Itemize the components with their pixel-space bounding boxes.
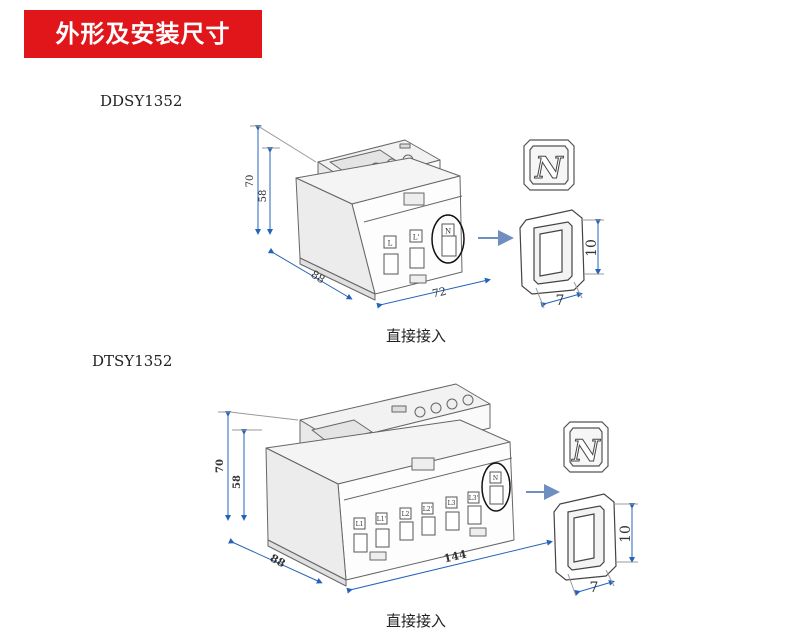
terminal-label-l-prime: L' [413, 234, 420, 242]
model-label-ddsy1352: DDSY1352 [100, 92, 183, 110]
caption-direct-connection-2: 直接接入 [386, 612, 447, 630]
terminal-label-l1: L1 [356, 521, 364, 528]
terminal-label-l3-prime: L3' [469, 495, 479, 502]
cover-dim-width-1: 7 [556, 293, 565, 309]
terminal-label-box [383, 235, 397, 249]
section-title: 外形及安装尺寸 [55, 20, 231, 48]
meter-drawing-dtsy1352 [265, 383, 515, 587]
terminal-cover-2 [553, 493, 617, 581]
terminal-label-l2: L2 [402, 511, 410, 518]
dim-height-total-2: 70 [215, 459, 226, 473]
cover-dimension-1 [535, 219, 604, 309]
terminal-cover-1 [519, 209, 585, 295]
dim-width-2: 144 [443, 548, 469, 566]
highlight-circle-n-terminal [431, 214, 465, 264]
cover-dim-height-2: 10 [618, 525, 634, 543]
terminal-label-l3: L3 [448, 500, 456, 507]
terminal-label-n-2: N [493, 475, 498, 482]
n-cap-letter-2: N [571, 434, 601, 469]
cover-dim-height-1: 10 [584, 239, 600, 257]
highlight-circle-n-terminal-2 [481, 462, 511, 512]
terminal-label-l1-prime: L1' [377, 516, 387, 523]
dim-depth-2: 88 [268, 552, 288, 571]
terminal-block-ddsy1352 [383, 223, 457, 275]
terminal-screw-slot [409, 247, 425, 269]
terminal-label-n: N [445, 228, 451, 236]
cover-dim-width-2: 7 [590, 580, 599, 596]
terminal-screw-slot [383, 253, 399, 275]
dim-height-body-2: 58 [232, 475, 243, 489]
terminal-label-box [409, 229, 423, 243]
terminal-screw-slot [441, 235, 457, 257]
section-header: 外形及安装尺寸 [24, 10, 262, 58]
dim-height-body-1: 58 [258, 190, 269, 203]
dim-depth-1: 88 [308, 268, 327, 286]
dimension-lines-dtsy1352 [218, 411, 553, 594]
caption-direct-connection-1: 直接接入 [386, 327, 447, 345]
meter-drawing-ddsy1352 [295, 139, 463, 301]
n-cap-letter-1: N [534, 151, 564, 186]
cover-dimension-2 [567, 503, 638, 597]
n-label-cap-2 [563, 421, 609, 473]
dimension-lines-ddsy1352 [250, 125, 491, 309]
dim-width-1: 72 [431, 285, 447, 301]
terminal-label-l2-prime: L2' [423, 506, 433, 513]
dim-height-total-1: 70 [245, 175, 256, 188]
n-label-cap-1 [523, 139, 575, 191]
terminal-label-l: L [388, 240, 393, 248]
model-label-dtsy1352: DTSY1352 [92, 352, 173, 370]
